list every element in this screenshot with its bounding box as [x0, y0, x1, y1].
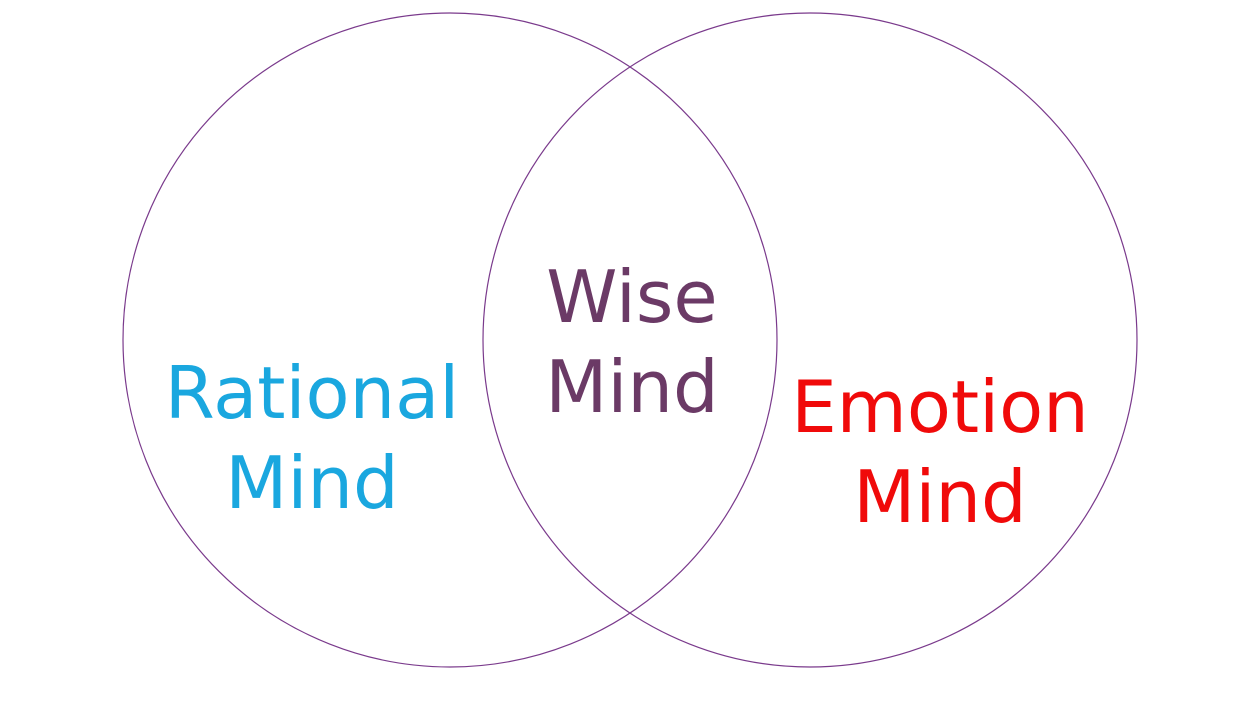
- emotion-mind-circle: [482, 12, 1138, 668]
- wise-mind-label: Wise Mind: [545, 255, 718, 429]
- emotion-mind-label-line1: Emotion: [791, 365, 1089, 449]
- rational-mind-label: Rational Mind: [165, 351, 460, 525]
- wise-mind-label-line2: Mind: [545, 345, 718, 429]
- wise-mind-label-line1: Wise: [546, 255, 717, 339]
- emotion-mind-label: Emotion Mind: [791, 365, 1089, 539]
- rational-mind-circle: [122, 12, 778, 668]
- rational-mind-label-line2: Mind: [225, 441, 398, 525]
- rational-mind-label-line1: Rational: [165, 351, 460, 435]
- emotion-mind-label-line2: Mind: [853, 455, 1026, 539]
